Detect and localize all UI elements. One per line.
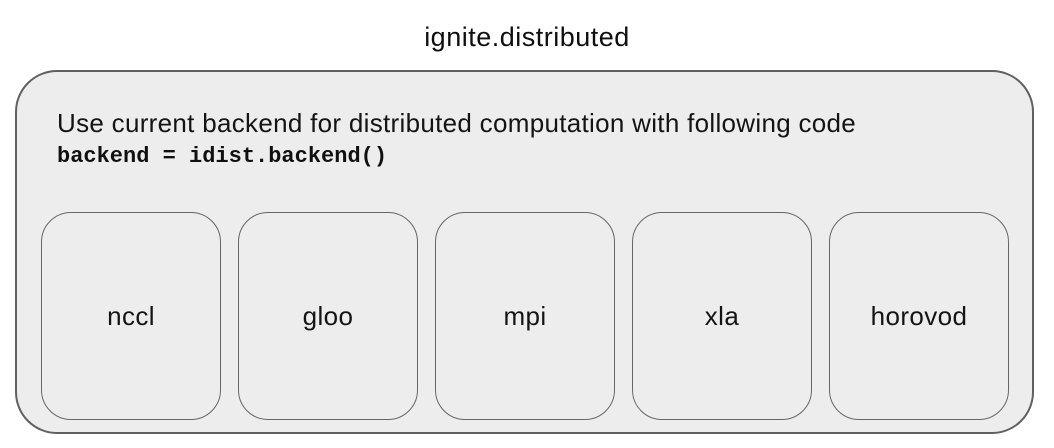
backend-card-xla: xla [632,212,812,420]
backend-card-mpi: mpi [435,212,615,420]
backend-label: xla [704,300,740,331]
backend-description: Use current backend for distributed comp… [57,108,857,138]
backend-card-horovod: horovod [829,212,1009,420]
backend-label: horovod [870,300,968,331]
backend-label: mpi [503,300,547,331]
ignite-distributed-container: Use current backend for distributed comp… [15,70,1034,434]
backend-card-nccl: nccl [41,212,221,420]
backend-card-gloo: gloo [238,212,418,420]
backend-code-snippet: backend = idist.backend() [57,144,388,169]
backend-label: nccl [107,300,155,331]
diagram-title: ignite.distributed [424,22,630,52]
backend-list: nccl gloo mpi xla horovod [41,212,1009,420]
backend-label: gloo [302,300,354,331]
